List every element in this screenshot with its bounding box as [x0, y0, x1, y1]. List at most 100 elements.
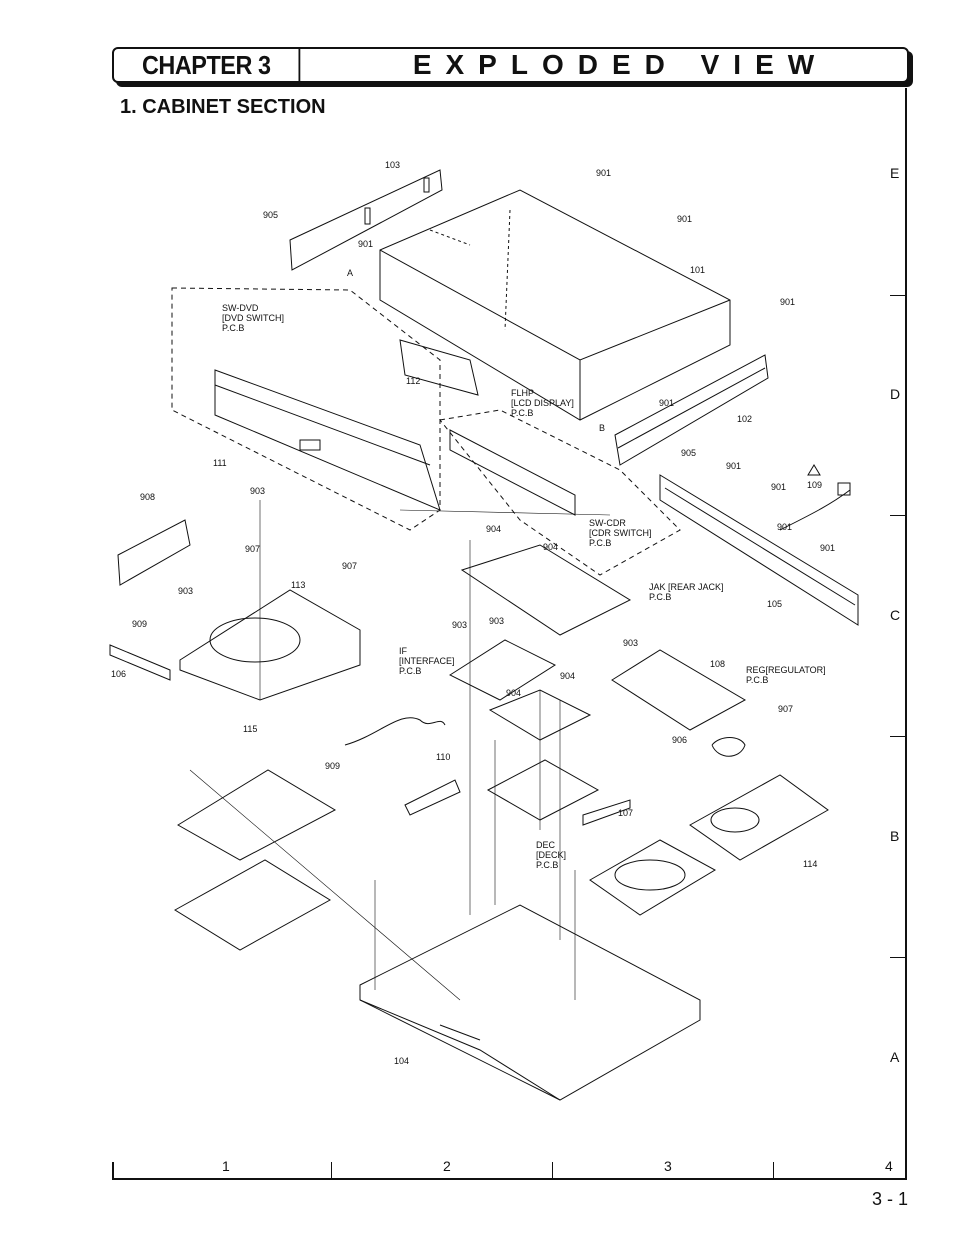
drive-mechanism-part: [179, 589, 361, 701]
bracket-part: [117, 519, 191, 586]
part-number: 111: [213, 458, 227, 468]
pcb-label: DEC: [536, 840, 556, 850]
part-number: 907: [778, 704, 793, 714]
chapter-header: CHAPTER 3 EXPLODED VIEW: [112, 47, 909, 83]
part-number: 114: [803, 859, 817, 869]
grid-row-label: D: [890, 386, 901, 402]
part-number: 901: [780, 297, 795, 307]
main-board-part: [177, 769, 337, 861]
grid-tick: [890, 295, 907, 296]
grid-row-label: C: [890, 607, 901, 623]
pcb-label: [DECK]: [536, 850, 566, 860]
part-number: 903: [489, 616, 504, 626]
power-cord-part: [779, 464, 851, 531]
pcb-label: P.C.B: [746, 675, 768, 685]
part-number: 901: [771, 482, 786, 492]
grid-tick: [552, 1162, 553, 1179]
part-number: 106: [111, 669, 126, 679]
top-cover-part: [379, 189, 731, 421]
pcb-label: P.C.B: [511, 408, 533, 418]
pcb-label: REG[REGULATOR]: [746, 665, 826, 675]
pcb-label: P.C.B: [222, 323, 244, 333]
pcb-label: JAK [REAR JACK]: [649, 582, 724, 592]
grid-col-label: 4: [885, 1158, 893, 1174]
pcb-label: [INTERFACE]: [399, 656, 455, 666]
part-number: 903: [250, 486, 265, 496]
part-number: 110: [436, 752, 450, 762]
part-number: 102: [737, 414, 752, 424]
grid-col-label: 2: [443, 1158, 451, 1174]
part-number: 904: [506, 688, 521, 698]
part-number: 108: [710, 659, 725, 669]
part-number: 905: [263, 210, 278, 220]
grid-tick: [112, 1162, 114, 1179]
pcb-label: P.C.B: [649, 592, 671, 602]
part-number: 908: [140, 492, 155, 502]
rear-panel-part: [659, 474, 859, 626]
bracket-part: [109, 644, 171, 681]
part-number: 901: [777, 522, 792, 532]
part-number: 907: [245, 544, 260, 554]
loader-mechanism-part: [689, 737, 829, 861]
grid-tick: [773, 1162, 774, 1179]
section-title: 1. CABINET SECTION: [120, 96, 326, 118]
deck-board-part: [486, 759, 600, 821]
pcb-label: [DVD SWITCH]: [222, 313, 284, 323]
pcb-label: SW-CDR: [589, 518, 626, 528]
frame-right-border: [905, 88, 907, 1180]
page-number: 3 - 1: [871, 1189, 908, 1209]
part-number: 105: [767, 599, 782, 609]
pcb-label: P.C.B: [399, 666, 421, 676]
pcb-label: SW-DVD: [222, 303, 259, 313]
part-number: 109: [807, 480, 822, 490]
part-number: 901: [358, 239, 373, 249]
part-number: 901: [659, 398, 674, 408]
part-number: 905: [681, 448, 696, 458]
part-number: 903: [452, 620, 467, 630]
side-bracket-part: [614, 354, 769, 466]
dashed-group-outline: [171, 287, 441, 531]
chassis-part: [359, 904, 701, 1101]
part-number: 904: [486, 524, 501, 534]
part-number: 907: [342, 561, 357, 571]
grid-col-label: 3: [664, 1158, 672, 1174]
part-number: 115: [243, 724, 257, 734]
part-number: 903: [178, 586, 193, 596]
part-number: 906: [672, 735, 687, 745]
part-number: A: [347, 268, 353, 278]
part-number: 901: [820, 543, 835, 553]
pcb-label: IF: [399, 646, 408, 656]
grid-col-label: 1: [222, 1158, 230, 1174]
interface-board-part: [448, 639, 557, 701]
grid-tick: [890, 957, 907, 958]
grid-row-label: B: [890, 828, 900, 844]
grid-tick: [331, 1162, 332, 1179]
part-number: 904: [543, 542, 558, 552]
pcb-label: P.C.B: [536, 860, 558, 870]
lcd-board-part: [399, 339, 479, 396]
deck-board-part: [488, 689, 592, 741]
part-number: 104: [394, 1056, 409, 1066]
pcb-label: P.C.B: [589, 538, 611, 548]
part-number: 909: [132, 619, 147, 629]
bracket-part: [289, 169, 443, 271]
regulator-board-part: [611, 649, 747, 731]
disc-tray-part: [582, 799, 717, 916]
ribbon-cable-part: [344, 717, 446, 746]
part-number: B: [599, 423, 605, 433]
part-number: 901: [596, 168, 611, 178]
part-number: 103: [385, 160, 400, 170]
frame-bottom-border: [112, 1178, 907, 1180]
chapter-label: CHAPTER 3: [114, 49, 301, 81]
part-number: 901: [726, 461, 741, 471]
grid-tick: [890, 736, 907, 737]
part-number: 112: [406, 376, 420, 386]
part-number: 107: [618, 808, 633, 818]
pcb-label: [CDR SWITCH]: [589, 528, 652, 538]
dashed-group-outline: [439, 409, 681, 576]
leader-lines: [189, 500, 611, 1001]
pcb-label: FLHP: [511, 388, 534, 398]
part-number: 101: [690, 265, 705, 275]
